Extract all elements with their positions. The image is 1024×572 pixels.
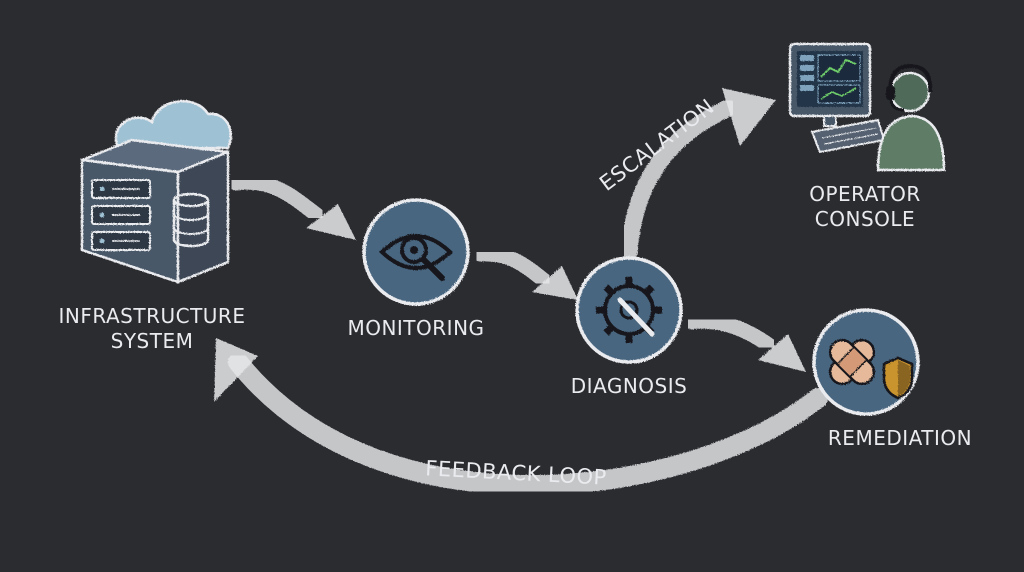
operator-label-line1: OPERATOR <box>809 182 921 206</box>
infrastructure-label-line1: INFRASTRUCTURE <box>58 304 246 328</box>
infrastructure-system-label: INFRASTRUCTURE SYSTEM <box>46 304 258 354</box>
eye-magnifier-icon <box>362 198 470 306</box>
monitoring-label: MONITORING <box>347 316 485 340</box>
arrow-escalation <box>620 88 776 261</box>
arrow-infra-to-monitoring <box>228 174 356 240</box>
operator-console-icon <box>788 42 946 172</box>
arrow-monitoring-to-diagnosis <box>472 246 578 300</box>
server-cloud-icon <box>80 100 233 284</box>
operator-console-label: OPERATOR CONSOLE <box>790 182 940 232</box>
diagnosis-label: DIAGNOSIS <box>570 374 688 398</box>
remediation-label: REMEDIATION <box>827 426 973 450</box>
infrastructure-label-line2: SYSTEM <box>110 329 194 353</box>
bandage-shield-icon <box>812 308 920 416</box>
arrow-diagnosis-to-remediation <box>684 313 806 372</box>
operator-label-line2: CONSOLE <box>814 207 916 231</box>
gear-wrench-icon <box>575 256 683 364</box>
arrow-feedback-loop <box>214 338 828 495</box>
